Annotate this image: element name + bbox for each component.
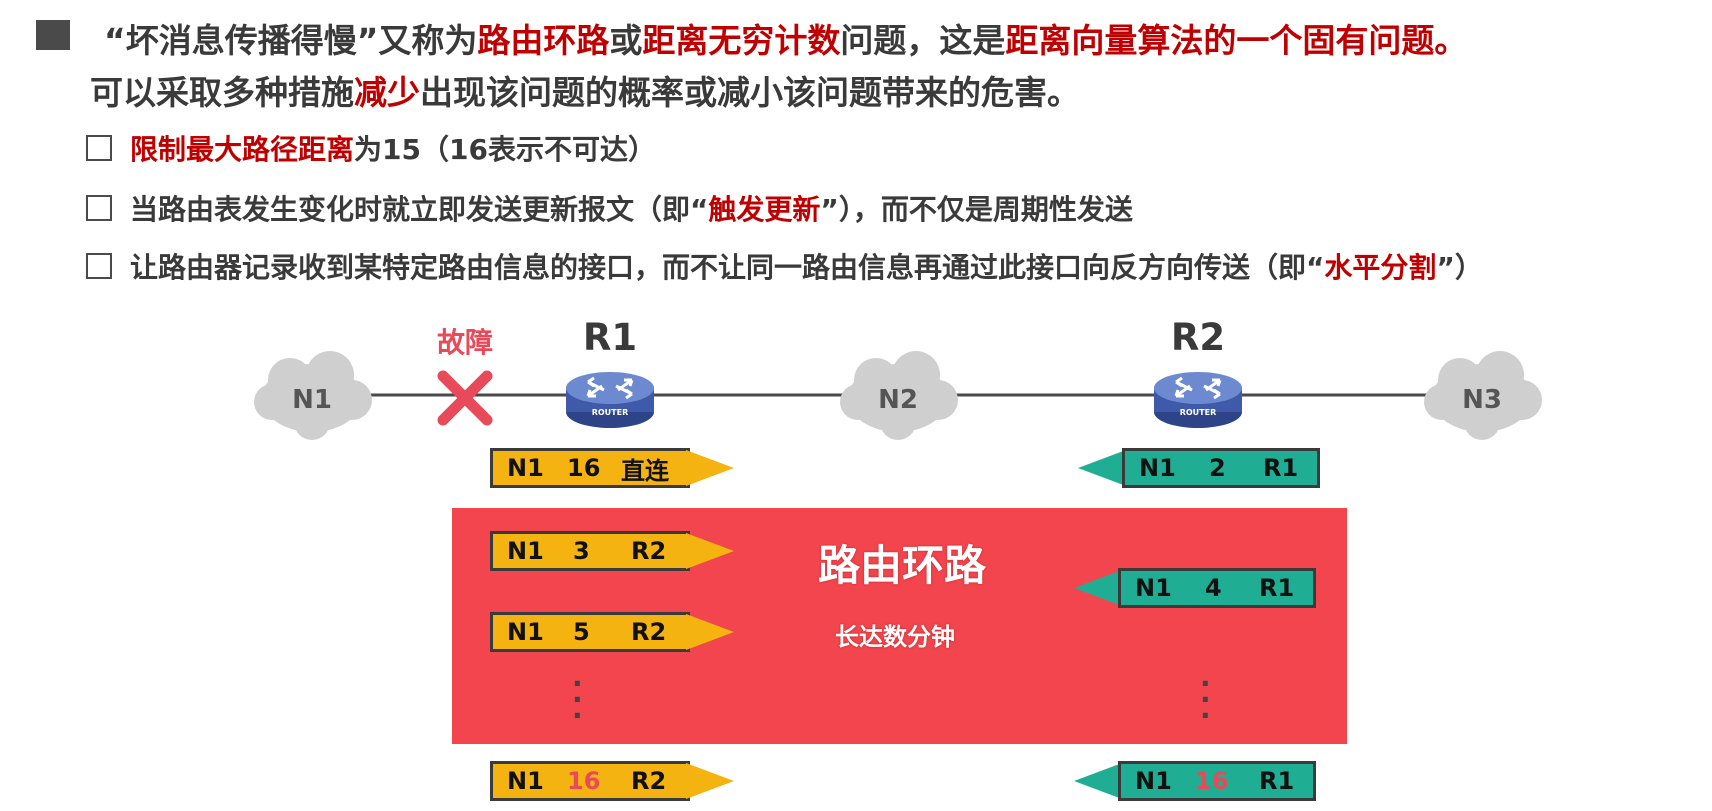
r2-update-message: N1 16 R1 bbox=[1118, 761, 1316, 801]
measure-item-triggered-update: 当路由表发生变化时就立即发送更新报文（即“触发更新”），而不仅是周期性发送 bbox=[86, 188, 1133, 228]
fault-label: 故障 bbox=[437, 326, 493, 359]
cloud-n1 bbox=[254, 351, 372, 440]
checkbox-icon bbox=[86, 195, 112, 221]
network-label-n3: N3 bbox=[1462, 385, 1502, 415]
network-topology-diagram: N1 N2 N3 故障 R1 ROUTER R2 bbox=[254, 320, 1542, 440]
message-next-hop: R1 bbox=[1263, 454, 1299, 482]
arrow-left-icon bbox=[1074, 763, 1122, 799]
message-distance: 3 bbox=[573, 537, 590, 565]
measure-item-max-distance: 限制最大路径距离为15（16表示不可达） bbox=[86, 128, 656, 168]
highlight-split-horizon: 水平分割 bbox=[1324, 251, 1437, 284]
message-net: N1 bbox=[507, 767, 544, 795]
message-net: N1 bbox=[507, 618, 544, 646]
message-distance: 16 bbox=[567, 454, 601, 482]
message-distance: 5 bbox=[573, 618, 590, 646]
routing-loop-subtitle: 长达数分钟 bbox=[835, 623, 955, 651]
router-label-r1: R1 bbox=[583, 320, 637, 359]
text-run: 让路由器记录收到某特定路由信息的接口，而不让同一路由信息再通过此接口向反方向传送… bbox=[130, 251, 1325, 284]
bullet-square bbox=[36, 20, 70, 50]
checkbox-icon bbox=[86, 135, 112, 161]
text-run: 可以采取多种措施 bbox=[90, 73, 354, 112]
network-label-n1: N1 bbox=[292, 385, 332, 415]
arrow-right-icon bbox=[686, 450, 734, 486]
heading-line-1: “坏消息传播得慢”又称为路由环路或距离无穷计数问题，这是距离向量算法的一个固有问… bbox=[104, 14, 1467, 62]
highlight-reduce: 减少 bbox=[354, 73, 420, 112]
message-next-hop: 直连 bbox=[621, 456, 669, 485]
measure-item-split-horizon: 让路由器记录收到某特定路由信息的接口，而不让同一路由信息再通过此接口向反方向传送… bbox=[86, 246, 1483, 286]
arrow-left-icon bbox=[1078, 450, 1126, 486]
highlight-triggered-update: 触发更新 bbox=[708, 193, 821, 226]
arrow-right-icon bbox=[686, 763, 734, 799]
message-distance: 2 bbox=[1209, 454, 1226, 482]
highlight-inherent-problem: 距离向量算法的一个固有问题。 bbox=[1005, 21, 1468, 60]
checkbox-icon bbox=[86, 253, 112, 279]
message-net: N1 bbox=[1135, 767, 1172, 795]
router-badge: ROUTER bbox=[1180, 408, 1217, 417]
ellipsis-dots-r2: ··· bbox=[1200, 667, 1211, 732]
message-next-hop: R2 bbox=[631, 767, 667, 795]
highlight-max-distance: 限制最大路径距离 bbox=[130, 133, 355, 166]
text-run: ”），而不仅是周期性发送 bbox=[820, 193, 1133, 226]
text-run: 为15（16表示不可达） bbox=[354, 133, 656, 166]
message-distance: 16 bbox=[1195, 767, 1229, 795]
cloud-n2 bbox=[840, 351, 958, 440]
r1-update-message: N1 16 R2 bbox=[490, 761, 690, 801]
fault-x-icon bbox=[437, 370, 493, 426]
router-r2-icon: ROUTER bbox=[1154, 372, 1242, 428]
message-net: N1 bbox=[507, 537, 544, 565]
cloud-n3 bbox=[1424, 351, 1542, 440]
heading-line-2: 可以采取多种措施减少出现该问题的概率或减小该问题带来的危害。 bbox=[90, 66, 1080, 114]
router-badge: ROUTER bbox=[592, 408, 629, 417]
message-distance: 4 bbox=[1205, 574, 1222, 602]
arrow-right-icon bbox=[686, 533, 734, 569]
text-run: ”） bbox=[1436, 251, 1483, 284]
arrow-left-icon bbox=[1074, 570, 1122, 606]
message-next-hop: R2 bbox=[631, 537, 667, 565]
text-run: 或 bbox=[609, 21, 643, 60]
router-label-r2: R2 bbox=[1171, 320, 1225, 359]
r1-update-message: N1 3 R2 bbox=[490, 531, 690, 571]
ellipsis-dots-r1: ··· bbox=[572, 667, 583, 732]
r2-update-message: N1 4 R1 bbox=[1118, 568, 1316, 608]
r1-update-message: N1 16 直连 bbox=[490, 448, 690, 488]
message-net: N1 bbox=[1139, 454, 1176, 482]
router-r1-icon: ROUTER bbox=[566, 372, 654, 428]
routing-loop-title: 路由环路 bbox=[818, 541, 987, 590]
text-run: 问题，这是 bbox=[840, 21, 1006, 60]
message-next-hop: R2 bbox=[631, 618, 667, 646]
message-next-hop: R1 bbox=[1259, 767, 1295, 795]
message-next-hop: R1 bbox=[1259, 574, 1295, 602]
r2-update-message: N1 2 R1 bbox=[1122, 448, 1320, 488]
network-label-n2: N2 bbox=[878, 385, 918, 415]
text-run: 当路由表发生变化时就立即发送更新报文（即“ bbox=[130, 193, 709, 226]
message-net: N1 bbox=[507, 454, 544, 482]
message-distance: 16 bbox=[567, 767, 601, 795]
arrow-right-icon bbox=[686, 614, 734, 650]
highlight-routing-loop: 路由环路 bbox=[477, 21, 610, 60]
text-run: 出现该问题的概率或减小该问题带来的危害。 bbox=[420, 73, 1080, 112]
message-net: N1 bbox=[1135, 574, 1172, 602]
highlight-count-to-infinity: 距离无穷计数 bbox=[642, 21, 841, 60]
text-run: “坏消息传播得慢”又称为 bbox=[104, 21, 478, 60]
r1-update-message: N1 5 R2 bbox=[490, 612, 690, 652]
